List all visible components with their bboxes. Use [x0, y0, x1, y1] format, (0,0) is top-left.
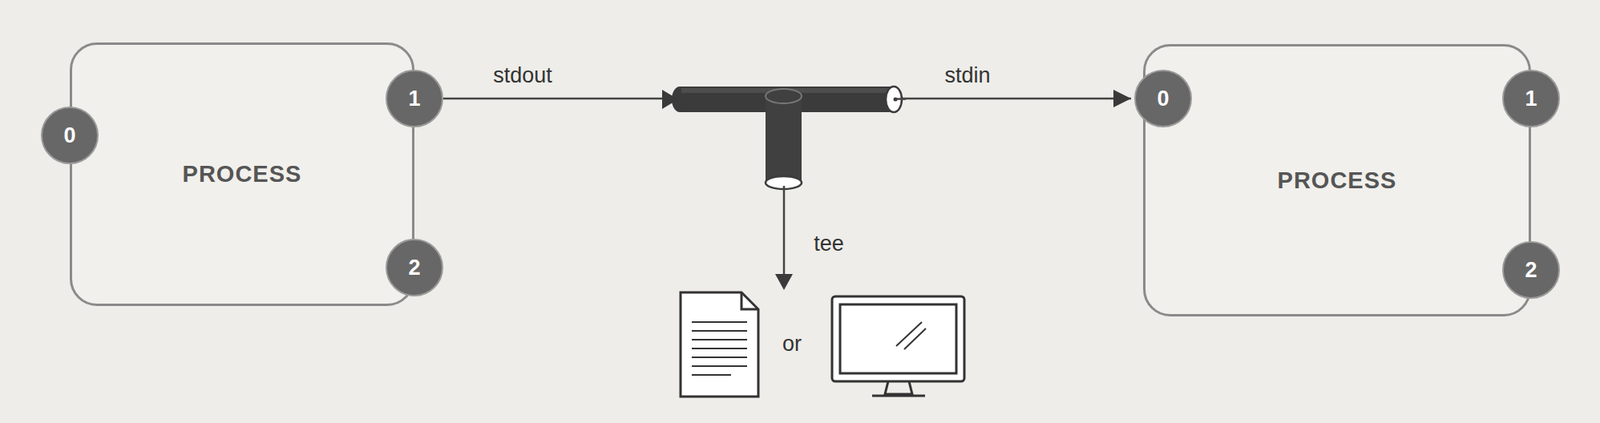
tee-arrow-line	[783, 185, 786, 278]
arrow-head	[662, 89, 679, 110]
file-descriptor-circle: 0	[1134, 69, 1192, 128]
stream-label: stdout	[492, 64, 553, 89]
file-icon	[680, 292, 759, 397]
pipe-branch-rim	[765, 88, 802, 104]
descriptor-number: 0	[63, 125, 76, 147]
descriptor-number: 2	[408, 257, 421, 279]
pipe-branch	[765, 96, 802, 183]
process-label: PROCESS	[182, 161, 303, 188]
monitor-icon	[832, 296, 965, 396]
file-descriptor-circle: 2	[385, 238, 444, 297]
descriptor-number: 1	[408, 88, 421, 110]
file-descriptor-circle: 2	[1502, 241, 1560, 299]
tee-arrow-head	[775, 274, 793, 291]
stream-label: stdin	[944, 64, 990, 89]
descriptor-number: 1	[1524, 88, 1537, 110]
file-descriptor-circle: 0	[40, 106, 99, 165]
pipe-outlet-line	[895, 97, 906, 101]
descriptor-number: 0	[1156, 88, 1169, 110]
file-descriptor-circle: 1	[385, 69, 444, 128]
stream-label: tee	[813, 232, 845, 257]
process-label: PROCESS	[1277, 167, 1398, 194]
process-box: PROCESS012	[1143, 44, 1532, 317]
stream-label: or	[782, 332, 802, 357]
file-descriptor-circle: 1	[1502, 69, 1560, 128]
process-box: PROCESS012	[69, 42, 415, 307]
descriptor-number: 2	[1524, 259, 1537, 282]
